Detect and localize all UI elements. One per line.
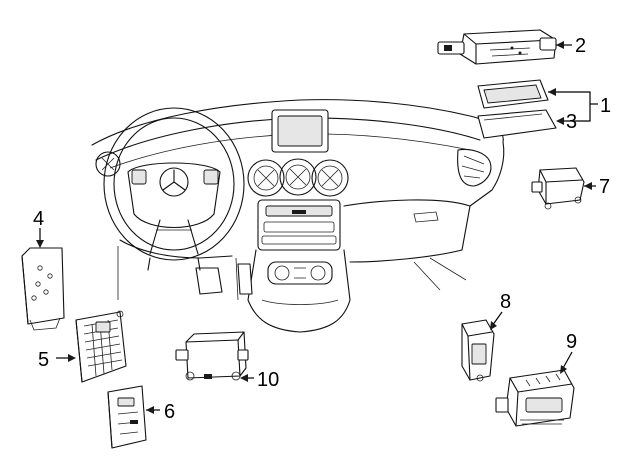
center-vents — [247, 158, 349, 197]
callout-8: 8 — [500, 291, 511, 313]
part-2-module — [437, 29, 557, 65]
part-7-module — [531, 167, 585, 210]
part-1-board — [477, 79, 549, 109]
part-5-module — [75, 310, 127, 383]
callout-labels: 2 1 3 7 4 5 6 10 8 9 — [33, 35, 611, 423]
callout-2: 2 — [575, 35, 586, 57]
callout-1: 1 — [600, 95, 611, 117]
part-10-module — [175, 331, 249, 381]
part-3-board — [477, 109, 557, 139]
callout-3: 3 — [566, 111, 577, 133]
dashboard-illustration — [91, 99, 505, 333]
callout-9: 9 — [566, 331, 577, 353]
three-pointed-star-icon — [162, 169, 186, 191]
callout-7: 7 — [599, 176, 610, 198]
part-4-module — [21, 247, 65, 331]
callout-leaders — [36, 41, 598, 414]
callout-4: 4 — [33, 208, 44, 230]
callout-5: 5 — [38, 349, 49, 371]
part-8-module — [461, 319, 495, 382]
part-9-module — [495, 369, 575, 427]
callout-10: 10 — [257, 369, 279, 391]
part-6-module — [107, 385, 147, 449]
steering-wheel — [103, 107, 245, 271]
callout-6: 6 — [164, 401, 175, 423]
